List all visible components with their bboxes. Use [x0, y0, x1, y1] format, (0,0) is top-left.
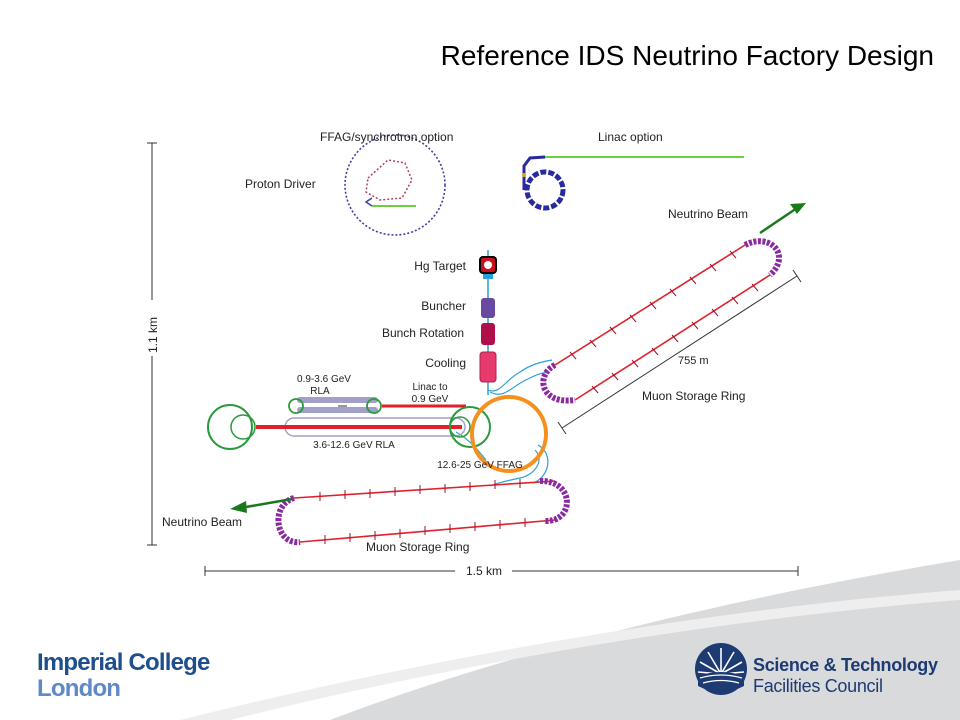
ticks-bottom-b — [324, 518, 526, 544]
bunch-rotation-label: Bunch Rotation — [382, 326, 464, 340]
stfc-logo-line1: Science & Technology — [753, 655, 938, 675]
buncher-label: Buncher — [421, 299, 466, 313]
imperial-logo-line1: Imperial College — [37, 649, 210, 676]
neutrino-beam-top-arrow — [759, 206, 798, 235]
ring-length-dimension — [557, 269, 802, 435]
ffag-label: 12.6-25 GeV FFAG — [437, 460, 523, 471]
rla1-label-line1: 0.9-3.6 GeV — [297, 374, 351, 385]
linac-option — [522, 155, 744, 211]
hg-target-label: Hg Target — [414, 259, 466, 273]
bunch-rotation-block — [481, 323, 495, 345]
neutrino-beam-bottom-arrowhead — [230, 501, 247, 513]
slide-title: Reference IDS Neutrino Factory Design — [440, 40, 934, 71]
rla-0.9-3.6 — [288, 397, 382, 414]
ticks-bottom-a — [319, 479, 521, 501]
rla1-label-line2: RLA — [310, 386, 330, 397]
linac-option-label: Linac option — [598, 130, 663, 144]
neutrino-beam-bottom-arrow — [245, 497, 293, 509]
stfc-emblem-icon — [695, 643, 747, 695]
ffag-synchrotron-option — [344, 134, 446, 236]
hg-target — [479, 256, 497, 279]
neutrino-beam-top-label: Neutrino Beam — [668, 207, 748, 221]
proton-driver-label: Proton Driver — [245, 177, 316, 191]
height-label: 1.1 km — [146, 317, 160, 353]
neutrino-beam-bottom-label: Neutrino Beam — [162, 515, 242, 529]
height-dimension — [147, 142, 157, 546]
cooling-block — [479, 351, 497, 383]
muon-ring-top-label: Muon Storage Ring — [642, 389, 745, 403]
rla-3.6-12.6 — [207, 404, 491, 450]
width-dimension — [204, 566, 799, 576]
stfc-logo: Science & Technology Facilities Council — [694, 642, 938, 701]
stfc-logo-line2: Facilities Council — [753, 676, 883, 696]
muon-storage-ring-bottom — [275, 477, 570, 546]
bottom-swoosh-highlight — [180, 590, 960, 720]
width-label: 1.5 km — [466, 564, 502, 578]
imperial-logo-line2: London — [37, 675, 121, 702]
imperial-college-logo: Imperial College London — [37, 650, 210, 702]
buncher-block — [481, 298, 495, 318]
ring-length-label: 755 m — [678, 355, 709, 367]
transfer-lines — [455, 359, 553, 487]
bottom-swoosh — [330, 560, 960, 720]
ffag-ring — [470, 395, 548, 473]
cooling-label: Cooling — [425, 356, 466, 370]
rla2-label: 3.6-12.6 GeV RLA — [313, 440, 395, 451]
ffag-option-label: FFAG/synchrotron option — [320, 130, 453, 144]
muon-storage-ring-top — [540, 238, 782, 404]
linac-label-line1: Linac to — [412, 382, 447, 393]
ticks-top-b — [591, 283, 759, 394]
neutrino-beam-top-arrowhead — [790, 203, 806, 214]
muon-ring-bottom-label: Muon Storage Ring — [366, 540, 469, 554]
linac-label-line2: 0.9 GeV — [412, 394, 449, 405]
ticks-top-a — [569, 250, 737, 360]
